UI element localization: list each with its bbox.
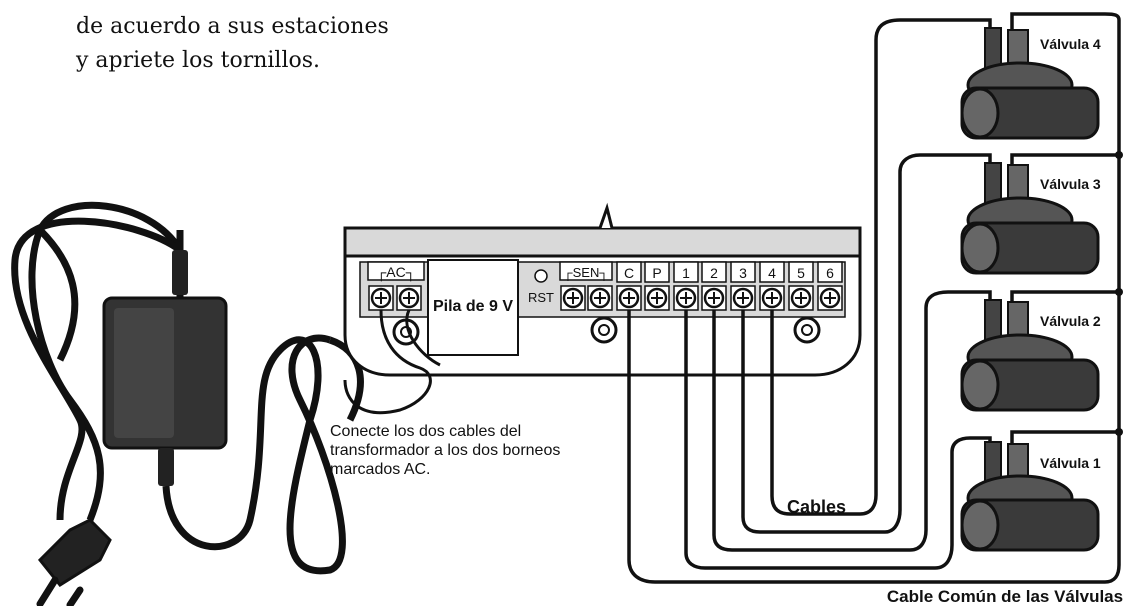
rst-label: RST xyxy=(528,290,554,305)
instruction-text: de acuerdo a sus estaciones y apriete lo… xyxy=(76,14,389,73)
svg-text:6: 6 xyxy=(826,265,834,281)
svg-text:P: P xyxy=(652,265,661,281)
transformer-note: Conecte los dos cables del transformador… xyxy=(330,423,561,478)
cord-strain-relief xyxy=(172,250,188,295)
transformer-adapter xyxy=(11,201,364,606)
sen-label: ┌SEN┐ xyxy=(563,265,608,282)
terminal-5: 5 xyxy=(788,261,814,311)
ac-terminal-2 xyxy=(396,285,422,311)
valve-1: Válvula 1 xyxy=(960,441,1101,552)
terminal-c: C xyxy=(616,261,642,311)
svg-text:1: 1 xyxy=(682,265,690,281)
valve-4: Válvula 4 xyxy=(960,27,1101,140)
terminal-2: 2 xyxy=(701,261,727,311)
sen-terminal-1 xyxy=(560,285,586,311)
ac-wire-1 xyxy=(343,309,432,415)
terminal-1: 1 xyxy=(673,261,699,311)
terminal-6: 6 xyxy=(817,261,843,311)
svg-text:3: 3 xyxy=(739,265,747,281)
svg-text:5: 5 xyxy=(797,265,805,281)
common-wire-label: Cable Común de las Válvulas xyxy=(887,587,1123,606)
battery-compartment xyxy=(427,259,519,356)
terminal-p: P xyxy=(644,261,670,311)
valve-1-label: Válvula 1 xyxy=(1040,455,1101,471)
sen-terminal-2 xyxy=(587,285,613,311)
valve-2: Válvula 2 xyxy=(960,299,1101,412)
controller: Pila de 9 V ┌AC┐ RST ┌SEN┐ xyxy=(343,202,862,377)
ac-wire-2 xyxy=(405,309,441,367)
svg-text:4: 4 xyxy=(768,265,776,281)
svg-text:2: 2 xyxy=(710,265,718,281)
terminal-4: 4 xyxy=(759,261,785,311)
terminal-3: 3 xyxy=(730,261,756,311)
ac-terminal-1 xyxy=(368,285,394,311)
svg-text:C: C xyxy=(624,265,634,281)
valve-3: Válvula 3 xyxy=(960,162,1101,275)
ac-label: ┌AC┐ xyxy=(376,264,415,282)
station-wires xyxy=(627,12,1121,584)
valve-3-label: Válvula 3 xyxy=(1040,176,1101,192)
valve-4-label: Válvula 4 xyxy=(1040,36,1101,52)
plug xyxy=(37,518,112,587)
valve-2-label: Válvula 2 xyxy=(1040,313,1101,329)
cables-label: Cables xyxy=(787,497,846,517)
reset-button xyxy=(534,269,548,283)
battery-label: Pila de 9 V xyxy=(433,298,513,315)
